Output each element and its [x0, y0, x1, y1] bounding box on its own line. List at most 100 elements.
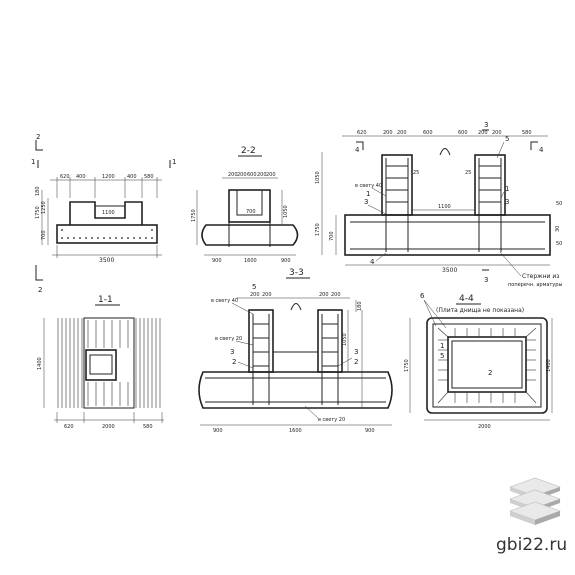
dim-text: 200	[257, 172, 267, 178]
rebar-bars-center	[87, 320, 129, 406]
dim-text: 200	[492, 130, 502, 136]
front-elevation-view: 620 400 1200 400 580 1100 3500 180 1750 …	[31, 133, 176, 294]
rebar-cage-right	[321, 314, 339, 405]
dim-text: 400	[127, 174, 137, 180]
dim-text: 900	[281, 258, 291, 264]
site-name: gbi22.ru	[496, 535, 567, 555]
section-4-4-view: 4-4 (Плита днища не показана)	[404, 292, 553, 430]
marker-label: 2	[232, 358, 236, 366]
marker-label: 3	[230, 348, 234, 356]
marker-label: 4	[370, 258, 375, 266]
dim-text: 1400	[37, 357, 43, 370]
dim-text: 1050	[315, 171, 321, 184]
dim-text: 200	[250, 292, 260, 298]
note-text: поперечн. арматуры	[508, 282, 562, 288]
dim-text: 200	[383, 130, 393, 136]
dim-text: 1200	[102, 174, 115, 180]
section-marker: 2	[38, 286, 42, 294]
dim-text: 1750	[35, 206, 41, 219]
longitudinal-section-view: 1100 620 200 200 600 600 200 200 580 350…	[315, 121, 562, 288]
dim-text: 580	[143, 424, 153, 430]
note-text: Стержни из	[522, 273, 559, 280]
rebar-dots	[61, 229, 153, 239]
section-title: 4-4	[459, 294, 474, 304]
note-text: в свету 40	[211, 298, 238, 304]
site-logo	[509, 477, 561, 525]
marker-label: 5	[440, 352, 444, 360]
section-title: 3-3	[289, 268, 304, 278]
rebar-cage-right	[478, 158, 502, 252]
marker-label: 1	[366, 190, 370, 198]
dim-text: 1050	[342, 333, 348, 346]
dim-text: 2000	[478, 424, 491, 430]
dim-text: 200	[319, 292, 329, 298]
dim-text: 700	[246, 209, 256, 215]
dim-text: 580	[522, 130, 532, 136]
section-1-1-view: 1-1 620	[37, 295, 164, 430]
section-marker: 3	[484, 276, 488, 284]
dim-text: 1750	[315, 223, 321, 236]
rebar-cage-left	[252, 314, 270, 405]
section-title: 2-2	[241, 146, 256, 156]
section-marker: 4	[539, 146, 544, 154]
section-marker: 1	[172, 158, 176, 166]
rebar-bars-frame	[437, 327, 537, 404]
dim-text: 200	[397, 130, 407, 136]
note-text: в свету 20	[318, 417, 345, 423]
section-marker: 3	[484, 121, 488, 129]
marker-label: 3	[354, 348, 358, 356]
dim-text: 400	[76, 174, 86, 180]
dim-text: 1750	[404, 359, 410, 372]
dim-text: 620	[357, 130, 367, 136]
dim-text: 1750	[191, 209, 197, 222]
dim-text: 1600	[289, 428, 302, 434]
dim-text: 600	[247, 172, 257, 178]
dim-text: 25	[465, 170, 471, 176]
note-text: (Плита днища не показана)	[436, 307, 524, 314]
dim-text: 600	[423, 130, 433, 136]
dim-text: 50	[556, 241, 562, 247]
dim-text: 900	[365, 428, 375, 434]
note-text: в свету 40	[355, 183, 382, 189]
dim-text: 180	[35, 186, 41, 196]
dim-text: 700	[329, 231, 335, 241]
dim-text: 600	[458, 130, 468, 136]
marker-label: 2	[354, 358, 358, 366]
section-2-2-view: 2-2 700 200 200 600 200 200 900 1600 900…	[191, 146, 299, 264]
marker-label: 2	[488, 369, 492, 377]
dim-text: 1100	[438, 204, 451, 210]
dim-text: 1050	[283, 205, 289, 218]
dim-text: 900	[213, 428, 223, 434]
rebar-bars-left	[57, 318, 83, 408]
section-3-3-view: 3-3 200 200	[198, 268, 393, 434]
marker-label: 1	[440, 342, 444, 350]
marker-label: 3	[364, 198, 368, 206]
section-marker: 2	[36, 133, 40, 141]
dim-text: 200	[237, 172, 247, 178]
dim-text: 200	[478, 130, 488, 136]
dim-text: 200	[266, 172, 276, 178]
dim-text: 50	[556, 201, 562, 207]
dim-text: 200	[262, 292, 272, 298]
dim-text: 200	[228, 172, 238, 178]
marker-label: 5	[505, 135, 509, 143]
dim-text: 180	[357, 301, 363, 311]
dim-text: 2000	[102, 424, 115, 430]
dim-text: 620	[60, 174, 70, 180]
dim-text: 900	[212, 258, 222, 264]
dim-text: 3500	[442, 267, 457, 274]
note-text: в свету 20	[215, 336, 242, 342]
rebar-bars-right	[135, 318, 161, 408]
dim-text: 1400	[546, 359, 552, 372]
dim-text: 700	[41, 230, 47, 240]
section-marker: 1	[31, 158, 35, 166]
dim-text: 620	[64, 424, 74, 430]
section-title: 1-1	[98, 295, 113, 305]
dim-text: 25	[413, 170, 419, 176]
dim-text: 1250	[41, 201, 47, 214]
dim-text: 30	[555, 226, 561, 232]
dim-text: 3500	[99, 257, 114, 264]
marker-label: 5	[252, 283, 256, 291]
dim-text: 1100	[102, 210, 115, 216]
marker-label: 3	[505, 198, 509, 206]
